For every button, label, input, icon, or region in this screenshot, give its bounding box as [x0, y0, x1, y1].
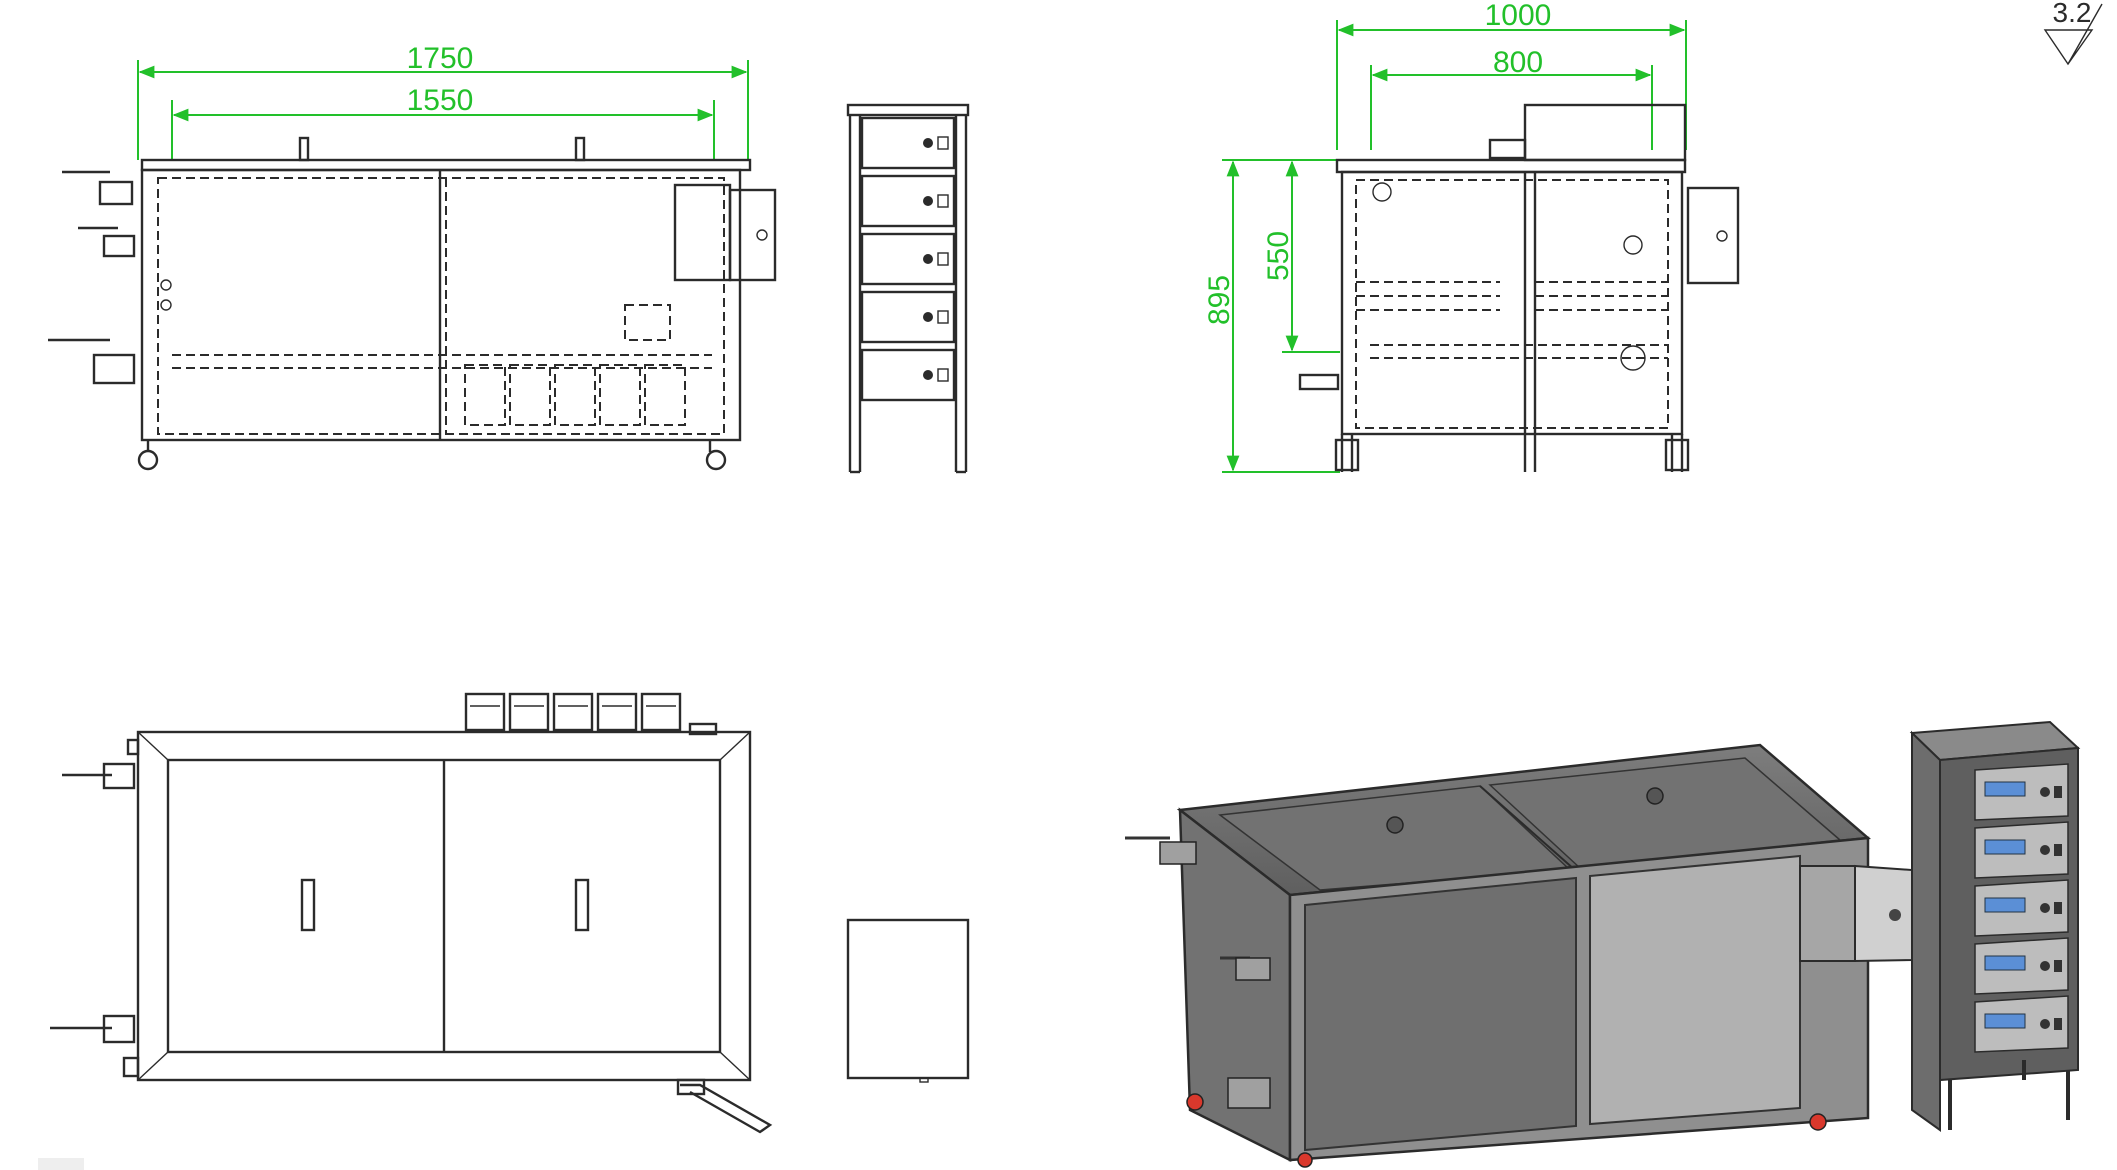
generator-top	[464, 692, 506, 732]
top-view	[50, 692, 773, 1134]
generator-top	[596, 692, 638, 732]
caster-wheel	[705, 449, 727, 471]
switch-icon	[2054, 1018, 2062, 1030]
lid-handle	[574, 136, 586, 162]
dimension-inner-width: 800	[1370, 46, 1653, 150]
lid-handle	[1646, 787, 1664, 805]
iso-generator-cabinet	[1909, 720, 2081, 1132]
generator-unit	[860, 348, 956, 402]
dimension-overall-height: 895	[1203, 159, 1340, 473]
lid-handle	[298, 136, 310, 162]
power-knob-icon	[2040, 903, 2050, 913]
digital-display-icon	[1984, 839, 2026, 855]
digital-display-icon	[1984, 781, 2026, 797]
switch-icon	[937, 252, 949, 266]
power-knob-icon	[2040, 845, 2050, 855]
dimension-overall-width: 1000	[1336, 0, 1687, 150]
generator-cabinet-front-view	[846, 103, 970, 474]
lid-outline	[140, 158, 752, 172]
dimension-inner-length: 1550	[171, 84, 715, 160]
lid-handle	[574, 878, 590, 932]
side-tank-body	[1340, 170, 1684, 436]
dimension-label-895: 895	[1203, 275, 1236, 325]
switch-icon	[937, 310, 949, 324]
side-control-box	[1686, 186, 1740, 285]
control-box-door	[728, 188, 777, 282]
generator-top	[508, 692, 550, 732]
generator-top	[640, 692, 682, 732]
surface-roughness-symbol: 3.2	[2043, 0, 2103, 66]
switch-icon	[937, 136, 949, 150]
generator-tops	[464, 692, 682, 732]
dimension-label-1550: 1550	[407, 84, 474, 117]
dimension-label-800: 800	[1493, 46, 1543, 79]
power-knob-icon	[923, 138, 933, 148]
top-outline	[136, 730, 752, 1082]
generator-top	[552, 692, 594, 732]
inlet-valves	[48, 170, 136, 385]
control-box	[673, 183, 732, 282]
iso-control-box	[1799, 865, 1856, 962]
basket-frame	[1523, 103, 1687, 162]
caster-wheel	[137, 449, 159, 471]
lid-handle	[300, 878, 316, 932]
power-knob-icon	[923, 370, 933, 380]
power-knob-icon	[2040, 787, 2050, 797]
digital-display-icon	[1984, 897, 2026, 913]
dimension-tank-depth: 550	[1262, 159, 1340, 353]
power-knob-icon	[2040, 961, 2050, 971]
dimension-overall-length: 1750	[137, 42, 749, 160]
generator-unit	[860, 116, 956, 170]
switch-icon	[2054, 902, 2062, 914]
digital-display-icon	[1984, 955, 2026, 971]
power-knob-icon	[923, 254, 933, 264]
digital-display-icon	[1984, 1013, 2026, 1029]
side-view: 1000 800 550 895	[1203, 0, 1740, 473]
transducer-array	[464, 364, 686, 426]
switch-icon	[937, 368, 949, 382]
isometric-view	[1125, 743, 1913, 1168]
power-knob-icon	[923, 312, 933, 322]
switch-icon	[2054, 786, 2062, 798]
generator-cabinet-top-view	[846, 918, 970, 1080]
generator-unit	[860, 232, 956, 286]
caster-wheel	[1809, 1113, 1827, 1131]
switch-icon	[2054, 960, 2062, 972]
generator-units	[860, 116, 956, 402]
iso-generator-units	[1974, 763, 2069, 1053]
switch-icon	[937, 194, 949, 208]
dimension-label-1750: 1750	[407, 42, 474, 75]
power-knob-icon	[2040, 1019, 2050, 1029]
dimension-label-1000: 1000	[1485, 0, 1552, 32]
caster-wheel	[1186, 1093, 1204, 1111]
switch-icon	[2054, 844, 2062, 856]
power-knob-icon	[923, 196, 933, 206]
roughness-value: 3.2	[2053, 0, 2092, 28]
dimension-label-550: 550	[1262, 231, 1295, 281]
page-corner-mark	[38, 1158, 84, 1170]
generator-unit	[860, 174, 956, 228]
generator-unit	[860, 290, 956, 344]
front-view: 1750 1550	[48, 42, 777, 471]
caster-wheel	[1297, 1152, 1313, 1168]
lid-handle	[1386, 816, 1404, 834]
